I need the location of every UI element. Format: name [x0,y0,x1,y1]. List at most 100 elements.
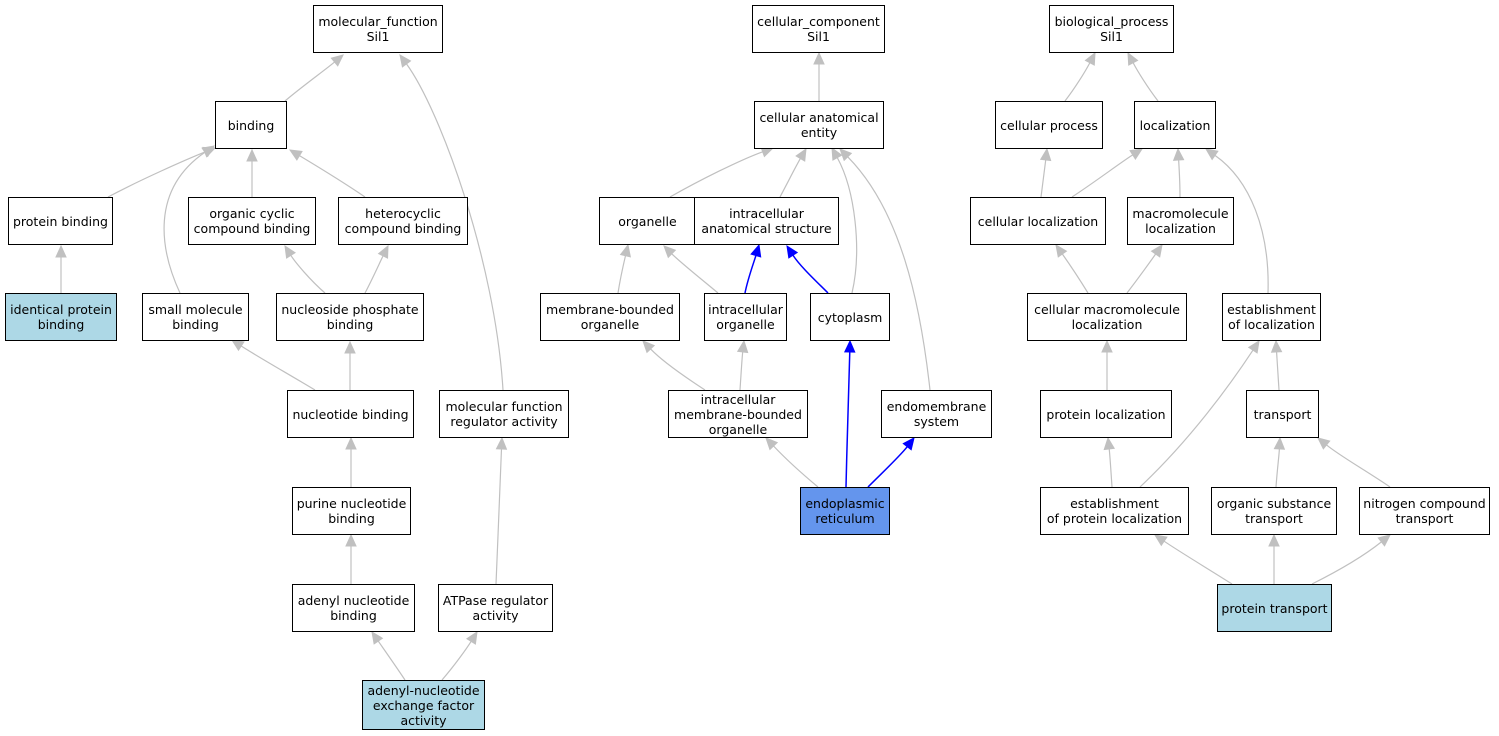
edge-macromolecule_localization-to-localization [1178,159,1181,198]
node-label: nitrogen compound [1363,496,1486,511]
arrowhead-small_molecule-to-binding [201,145,215,158]
node-label: molecular function [445,399,563,414]
node-label: transport [1253,406,1312,422]
node-transport[interactable]: transport [1246,390,1319,438]
edge-nitrogen_compound_transport-to-transport [1326,444,1391,488]
node-label: Sil1 [807,29,830,44]
arrowhead-intracellular_structure-to-cellular_anatomical [795,147,807,162]
node-label: cellular anatomical [759,110,879,125]
node-label: small molecule [148,302,243,317]
node-label: nucleotide binding [292,406,409,422]
edge-cytoplasm-to-cellular_anatomical [836,157,858,294]
node-label: organelle [708,421,768,437]
node-label: Sil1 [366,29,390,44]
node-label: cellular process [1000,117,1098,133]
node-label: Sil1 [1100,29,1123,44]
node-cellular-localization[interactable]: cellular localization [970,197,1106,245]
arrowhead-protein_transport-to-organic_substance_transport [1268,533,1280,547]
arrowhead-establishment_protein_loc-to-establishment_loc [1247,339,1260,354]
edge-cellular_localization-to-localization [1071,154,1134,198]
node-organelle[interactable]: organelle [599,197,696,245]
arrowhead-cellular_localization-to-cellular_process [1039,147,1052,162]
node-label: organelle [580,317,640,332]
edge-organelle-to-cellular_anatomical [669,151,763,198]
node-cellular-process[interactable]: cellular process [995,101,1103,149]
edge-nucleoside_phosphate-to-heterocyclic [364,255,384,294]
node-localization[interactable]: localization [1134,101,1216,149]
node-label: activity [472,608,519,623]
node-label: transport [1395,511,1454,526]
node-label: cellular_component [757,14,880,29]
node-label: organelle [716,317,775,332]
node-protein-binding[interactable]: protein binding [8,197,113,245]
edge-adenyl_gef-to-adenyl_nucleotide [377,640,406,681]
node-label: protein localization [1046,406,1166,422]
node-label: cellular macromolecule [1034,302,1180,317]
node-label: biological_process [1054,14,1169,29]
node-protein-localization[interactable]: protein localization [1040,390,1172,438]
edge-cytoplasm-to-intracellular_structure [792,254,829,294]
node-label: exchange factor [372,697,475,713]
node-label: localization [1139,117,1211,133]
arrowhead-establishment_protein_loc-to-protein_localization [1103,436,1116,451]
arrowhead-nucleoside_phosphate-to-organic_cyclic [284,244,296,259]
node-label: reticulum [815,511,875,526]
node-binding[interactable]: binding [215,101,287,149]
node-label: endoplasmic [805,496,885,511]
node-nucleotide-binding[interactable]: nucleotide binding [287,390,414,438]
node-label: system [913,414,960,429]
arrowhead-intracellular_organelle-to-intracellular_structure [750,243,762,258]
edge-protein_binding-to-binding [107,151,206,198]
edge-adenyl_gef-to-atpase_regulator [441,641,472,681]
edge-localization-to-bp_root [1132,62,1159,102]
node-label: cellular localization [977,213,1099,229]
arrowhead-adenyl_gef-to-atpase_regulator [466,630,478,645]
node-label: protein binding [12,213,108,229]
node-label: compound binding [193,221,311,236]
node-label: heterocyclic [365,206,441,221]
arrowhead-establishment_loc-to-localization [1205,148,1219,161]
edge-endomembrane-to-cellular_anatomical [847,156,931,391]
node-protein-transport[interactable]: protein transport [1217,584,1332,632]
node-label: adenyl-nucleotide [367,682,480,698]
arrowhead-organic_substance_transport-to-transport [1273,436,1286,450]
arrowhead-transport-to-establishment_loc [1270,339,1283,353]
node-label: membrane-bounded [674,406,802,422]
edge-cellular_localization-to-cellular_process [1040,159,1047,198]
arrowhead-protein_localization-to-cellular_macro_loc [1101,339,1113,353]
node-label: nucleoside phosphate [281,302,419,317]
edge-cellular_process-to-bp_root [1064,62,1091,102]
arrowhead-mf_regulator-to-mf_root [399,54,412,68]
node-label: identical protein [10,302,112,317]
node-cytoplasm[interactable]: cytoplasm [810,293,890,341]
arrowhead-nucleotide_binding-to-small_molecule [230,339,245,352]
